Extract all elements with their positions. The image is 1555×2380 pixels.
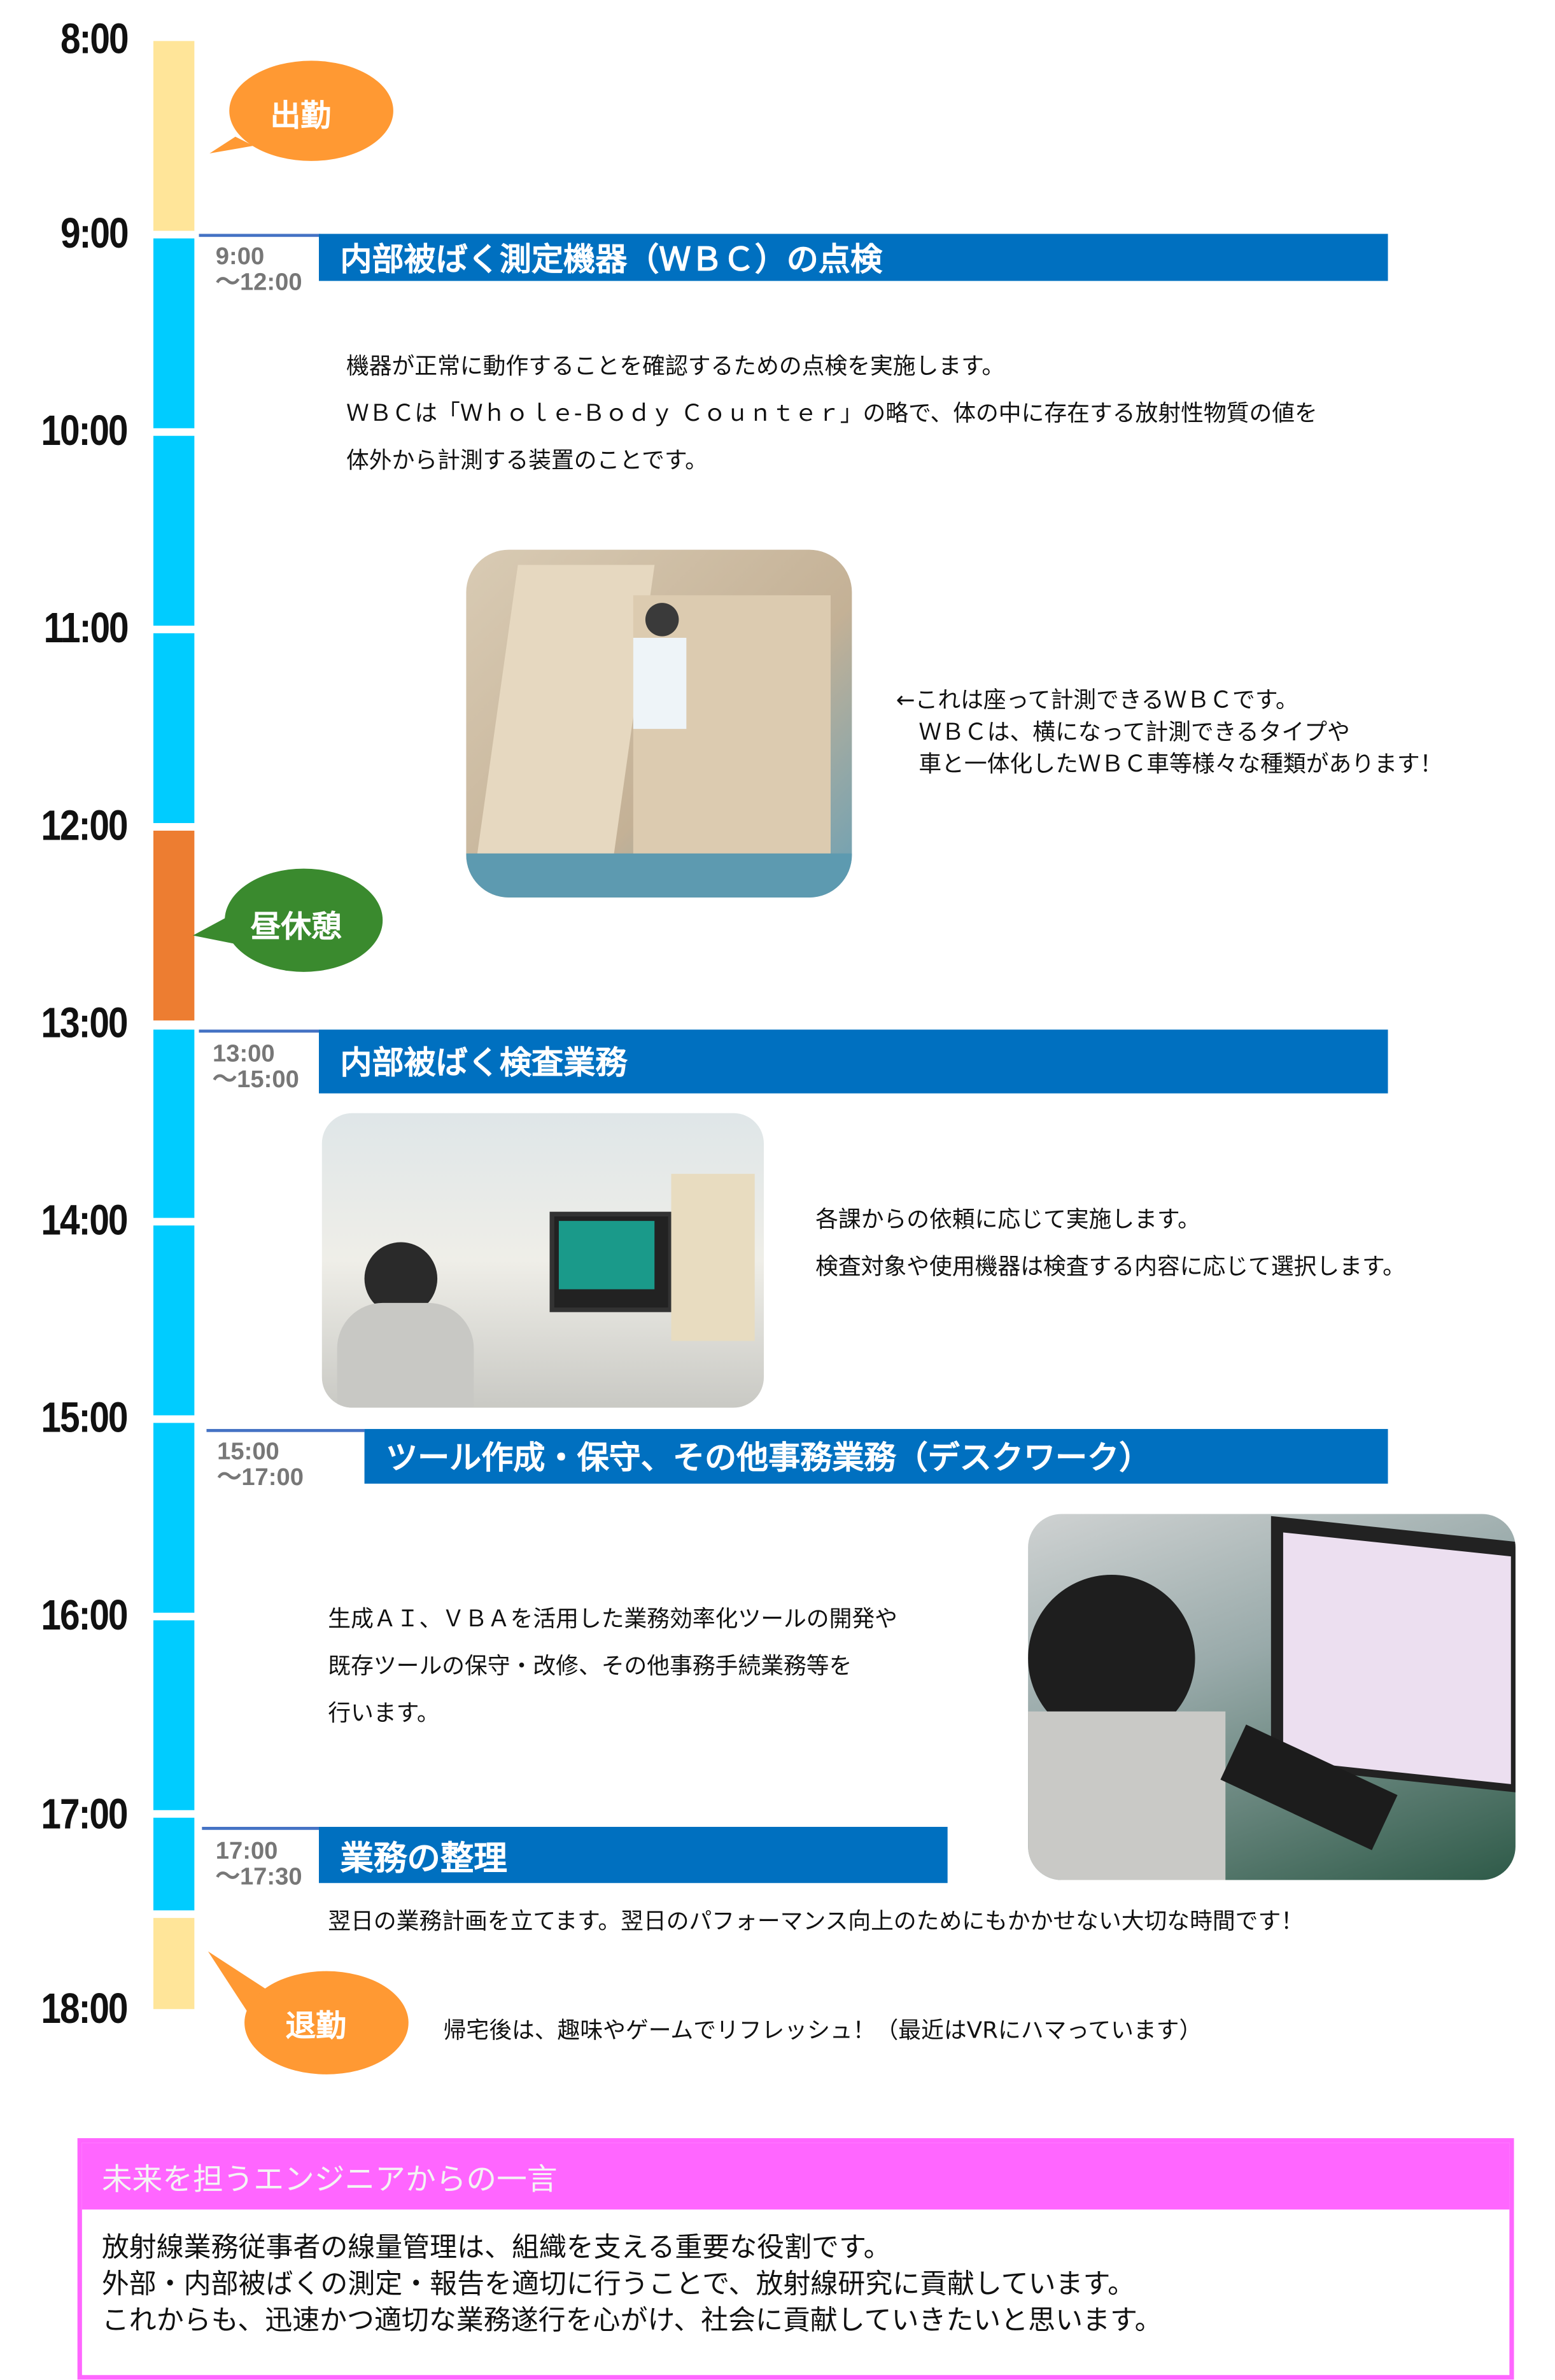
section-time: 15:00～17:00 (217, 1439, 304, 1491)
hour-label: 11:00 (43, 604, 129, 652)
timeline-segment-work (153, 1620, 195, 1810)
section-description: 生成ＡＩ、ＶＢＡを活用した業務効率化ツールの開発や既存ツールの保守・改修、その他… (328, 1605, 897, 1727)
timeline-segment-lunch (153, 830, 195, 1021)
lunch-bubble (192, 868, 383, 972)
arrive-bubble (209, 60, 393, 161)
section-divider (206, 1428, 365, 1432)
timeline-segment-work (153, 1029, 195, 1218)
hour-label: 14:00 (41, 1196, 129, 1244)
lunch-label: 昼休憩 (250, 908, 342, 945)
section-time: 9:00～12:00 (215, 244, 302, 297)
inspection-work-photo (321, 1113, 764, 1408)
wbc-device-photo (466, 549, 852, 898)
leave-label: 退勤 (285, 2007, 346, 2045)
after-work-text: 帰宅後は、趣味やゲームでリフレッシュ！（最近はVRにハマっています） (443, 2017, 1202, 2045)
timeline-segment-work (153, 238, 195, 428)
hour-label: 16:00 (41, 1591, 129, 1639)
wbc-photo-caption: ←これは座って計測できるＷＢＣです。 ＷＢＣは、横になって計測できるタイプや 車… (896, 686, 1443, 778)
desk-work-photo (1028, 1514, 1516, 1880)
section-title: 業務の整理 (318, 1826, 948, 1884)
engineer-comment-box: 未来を担うエンジニアからの一言 放射線業務従事者の線量管理は、組織を支える重要な… (77, 2138, 1514, 2380)
section-title: 内部被ばく検査業務 (318, 1029, 1388, 1094)
section-time: 13:00～15:00 (212, 1041, 299, 1094)
timeline-segment-work (153, 435, 195, 626)
section-time: 17:00～17:30 (215, 1839, 302, 1891)
leave-bubble (208, 1951, 409, 2074)
hour-label: 13:00 (41, 999, 129, 1046)
comment-body: 放射線業務従事者の線量管理は、組織を支える重要な役割です。外部・内部被ばくの測定… (101, 2232, 1162, 2337)
hour-label: 8:00 (60, 15, 129, 62)
section-description: 各課からの依頼に応じて実施します。検査対象や使用機器は検査する内容に応じて選択し… (815, 1206, 1406, 1281)
section-description: 翌日の業務計画を立てます。翌日のパフォーマンス向上のためにもかかせない大切な時間… (328, 1907, 1304, 1935)
section-title: ツール作成・保守、その他事務業務（デスクワーク） (364, 1428, 1388, 1484)
section-title: 内部被ばく測定機器（ＷＢＣ）の点検 (318, 234, 1388, 281)
timeline-segment-work (153, 1817, 195, 1911)
hour-label: 9:00 (60, 209, 129, 257)
hour-label: 15:00 (41, 1394, 129, 1442)
hour-label: 18:00 (41, 1985, 129, 2032)
timeline-segment-off (153, 1918, 195, 2010)
timeline-segment-off (153, 41, 195, 231)
timeline-segment-work (153, 633, 195, 824)
section-divider (199, 1029, 321, 1033)
hour-label: 17:00 (41, 1790, 129, 1838)
timeline-segment-work (153, 1423, 195, 1613)
comment-title: 未来を担うエンジニアからの一言 (81, 2143, 1510, 2210)
section-divider (199, 234, 321, 237)
timeline-segment-work (153, 1225, 195, 1416)
section-description: 機器が正常に動作することを確認するための点検を実施します。ＷＢＣは「Ｗｈｏｌｅ-… (346, 352, 1318, 474)
hour-label: 12:00 (41, 801, 129, 849)
hour-label: 10:00 (41, 407, 129, 454)
arrive-label: 出勤 (270, 97, 332, 134)
section-divider (202, 1826, 321, 1830)
